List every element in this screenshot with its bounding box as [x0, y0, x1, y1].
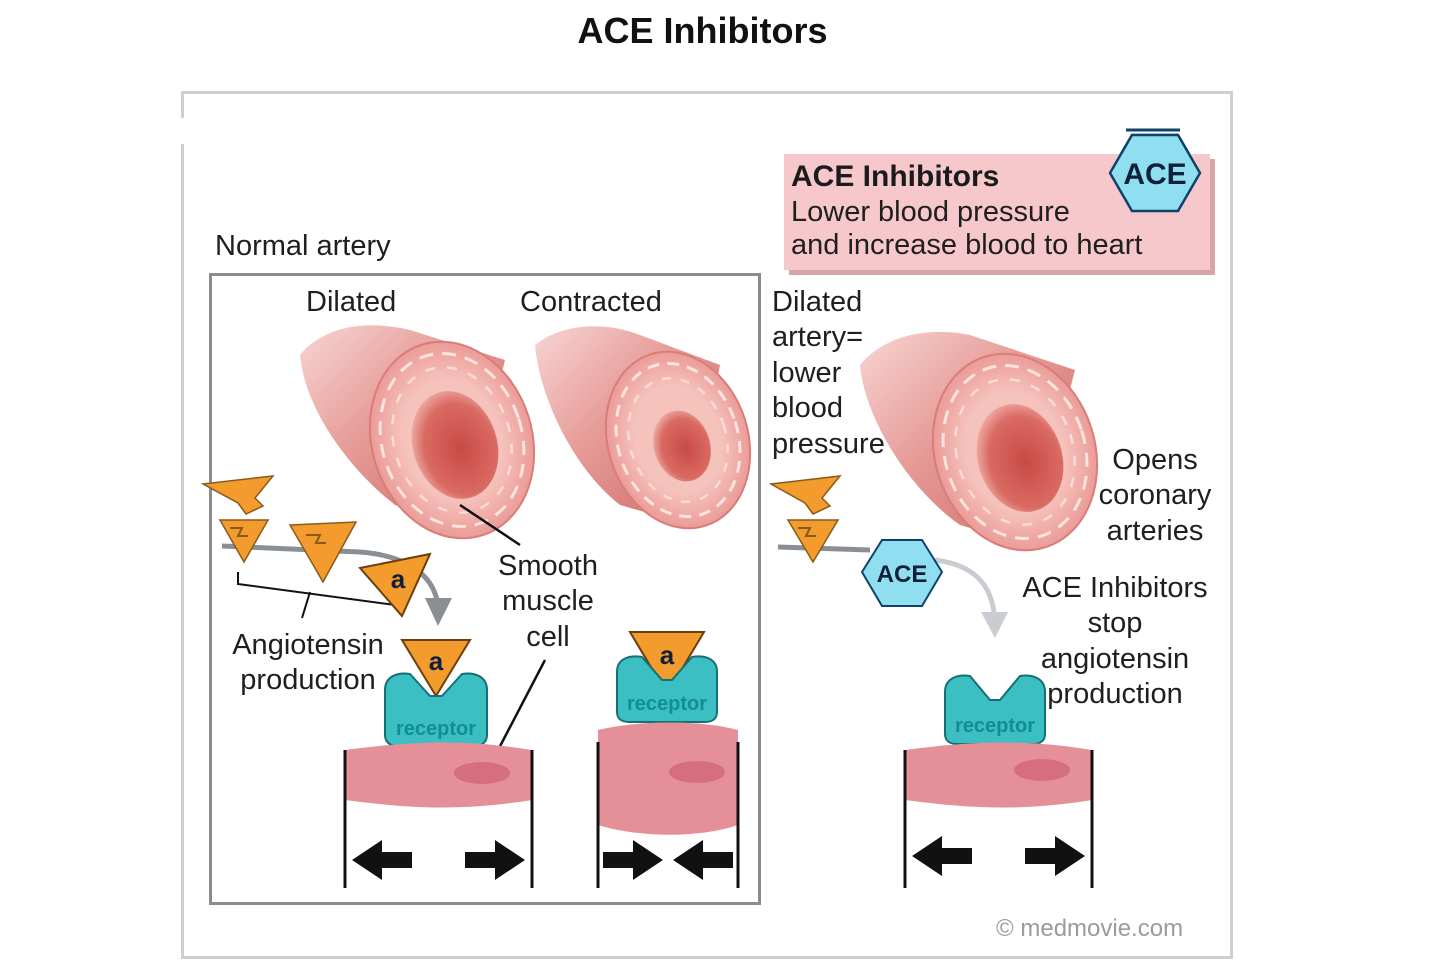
receptor-label-inhibited: receptor [955, 715, 1035, 737]
ace-label-pathway: ACE [877, 561, 928, 588]
contracted-label: Contracted [520, 286, 662, 318]
arrow-in-right [673, 840, 733, 880]
info-box-title: ACE Inhibitors [791, 160, 1000, 193]
contracted-artery [535, 326, 752, 530]
angiotensin-production-label: Angiotensin production [214, 628, 402, 699]
dilated-label: Dilated [306, 286, 397, 318]
arrow-in-left [603, 840, 663, 880]
ace-label-info: ACE [1123, 158, 1186, 191]
dilated-note-line-5: pressure [772, 427, 885, 460]
muscle-cell-contracted [598, 722, 738, 835]
angiotensin-production-line-2: production [240, 664, 376, 697]
dilated-note-line-3: lower [772, 356, 842, 389]
receptor-label-contracted: receptor [627, 693, 707, 715]
production-bracket-tick [301, 591, 311, 619]
angiotensin-letter-dilated: a [429, 646, 444, 676]
arrow-out-right [465, 840, 525, 880]
inhibited-precursor-shapes [768, 475, 842, 564]
copyright-credit: © medmovie.com [996, 915, 1184, 942]
smooth-muscle-pointer-upper [459, 503, 521, 547]
smooth-muscle-line-1: Smooth [498, 550, 598, 582]
dilated-artery-note: Dilated artery= lower blood pressure [772, 285, 885, 462]
angiotensin-triangle-pathway [358, 552, 432, 618]
page-title: ACE Inhibitors [577, 10, 828, 51]
opens-coronary-note: Opens coronary arteries [1082, 443, 1228, 549]
angiotensin-letter-pathway: a [391, 564, 406, 594]
receptor-label-dilated: receptor [396, 718, 476, 740]
stop-note-line-3: angiotensin [1040, 642, 1190, 675]
dilated-note-line-2: artery= [772, 321, 864, 354]
muscle-nucleus-contracted [669, 761, 725, 783]
muscle-nucleus-inhibited [1014, 759, 1070, 781]
smooth-muscle-label: Smooth muscle cell [478, 549, 618, 655]
muscle-cell-dilated [345, 742, 532, 808]
receptor-inhibited [944, 674, 1046, 745]
angiotensin-letter-contracted: a [660, 640, 675, 670]
dilated-artery [300, 325, 536, 540]
stop-note-line-1: ACE Inhibitors [1022, 572, 1208, 604]
muscle-nucleus-dilated [454, 762, 510, 784]
stop-note-line-2: stop [1087, 607, 1143, 640]
diagram-frame [181, 91, 1233, 959]
pathway-line-right [777, 544, 871, 553]
info-box-line-2: and increase blood to heart [791, 229, 1143, 261]
smooth-muscle-line-2: muscle [502, 585, 594, 618]
inhibited-dilated-artery [860, 331, 1099, 552]
inhibitors-stop-note: ACE Inhibitors stop angiotensin producti… [1002, 571, 1228, 713]
stop-note-line-4: production [1047, 678, 1183, 711]
pathway-arrowhead-left [425, 598, 452, 626]
ace-hexagon-pathway [860, 539, 944, 607]
smooth-muscle-line-3: cell [526, 620, 570, 653]
normal-artery-box [209, 273, 761, 905]
blocked-pathway-curve [934, 557, 997, 613]
angiotensin-production-line-1: Angiotensin [232, 629, 384, 661]
normal-artery-label: Normal artery [215, 230, 391, 262]
smooth-muscle-pointer-lower [495, 659, 547, 753]
dilated-note-line-4: blood [772, 392, 843, 425]
opens-note-line-3: arteries [1106, 514, 1204, 547]
blocked-pathway-arrowhead [981, 612, 1008, 638]
opens-note-line-2: coronary [1098, 479, 1212, 512]
frame-gap [178, 118, 186, 144]
info-box-line-1: Lower blood pressure [791, 196, 1070, 228]
angiotensin-precursor-shapes [200, 475, 358, 584]
arrow-out-left-inhibited [912, 836, 972, 876]
receptor-contracted [616, 655, 718, 723]
arrow-out-left [352, 840, 412, 880]
angiotensin-triangle-dilated [400, 639, 472, 698]
arrow-out-right-inhibited [1025, 836, 1085, 876]
opens-note-line-1: Opens [1112, 444, 1198, 476]
muscle-cell-inhibited [905, 742, 1092, 808]
dilated-note-line-1: Dilated [772, 286, 863, 318]
